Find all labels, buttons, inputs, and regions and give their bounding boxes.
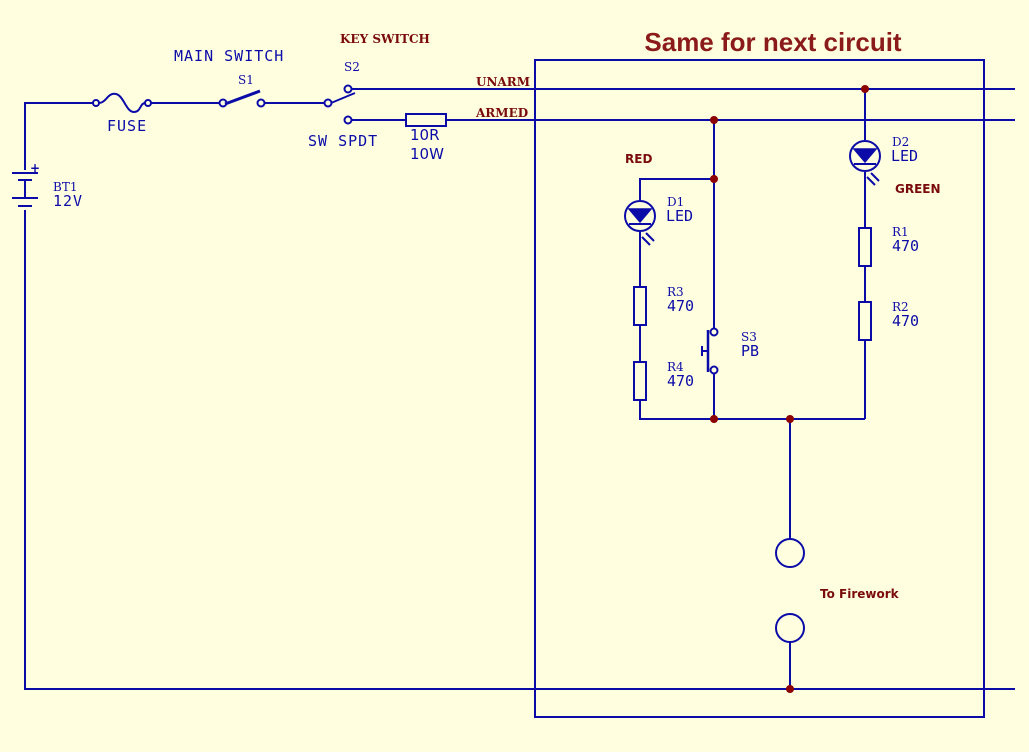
r1-ref: R1 xyxy=(892,225,909,239)
pushbutton-s3 xyxy=(701,327,719,375)
sw-spdt-label: SW SPDT xyxy=(308,132,378,150)
bt1-ref: BT1 xyxy=(53,180,77,194)
fuse-label: FUSE xyxy=(107,117,147,135)
r3-value: 470 xyxy=(667,297,694,315)
main-switch-label: MAIN SWITCH xyxy=(174,47,284,65)
led-d1 xyxy=(624,200,656,246)
key-switch-label: KEY SWITCH xyxy=(340,32,430,46)
red-label: RED xyxy=(625,152,652,166)
r3-ref: R3 xyxy=(667,285,684,299)
firework-terminals xyxy=(775,419,805,689)
resistor-r4 xyxy=(633,361,647,401)
junctions xyxy=(710,85,869,693)
r2-value: 470 xyxy=(892,312,919,330)
resistor-10w-value: 10W xyxy=(410,145,444,163)
junction-dot xyxy=(710,175,718,183)
r2-ref: R2 xyxy=(892,300,909,314)
r1-value: 470 xyxy=(892,237,919,255)
r4-value: 470 xyxy=(667,372,694,390)
main-switch-s1 xyxy=(218,89,266,108)
junction-dot xyxy=(786,685,794,693)
resistor-10r xyxy=(405,113,447,127)
key-switch-s2 xyxy=(323,84,356,125)
led-d2 xyxy=(849,140,881,186)
main-wiring xyxy=(24,88,1015,690)
d1-ref: D1 xyxy=(667,195,684,209)
title: Same for next circuit xyxy=(644,27,902,57)
r4-ref: R4 xyxy=(667,360,684,374)
fuse xyxy=(92,92,152,114)
resistor-r1 xyxy=(858,227,872,267)
junction-dot xyxy=(710,116,718,124)
resistor-r3 xyxy=(633,286,647,326)
s3-type: PB xyxy=(741,342,759,360)
s2-ref: S2 xyxy=(344,60,360,74)
battery-voltage: 12V xyxy=(53,192,83,210)
battery-plus: + xyxy=(30,161,40,175)
armed-label: ARMED xyxy=(475,106,528,120)
junction-dot xyxy=(710,415,718,423)
d1-type: LED xyxy=(666,207,693,225)
junction-dot xyxy=(786,415,794,423)
d2-type: LED xyxy=(891,147,918,165)
next-circuit-box xyxy=(534,59,985,718)
s3-ref: S3 xyxy=(741,330,757,344)
s1-ref: S1 xyxy=(238,73,254,87)
battery-bt1 xyxy=(12,172,38,207)
resistor-r2 xyxy=(858,301,872,341)
to-firework-label: To Firework xyxy=(820,587,900,601)
d2-ref: D2 xyxy=(892,135,909,149)
junction-dot xyxy=(861,85,869,93)
unarm-label: UNARM xyxy=(476,75,530,89)
resistor-10r-value: 10R xyxy=(410,126,440,144)
green-label: GREEN xyxy=(895,182,941,196)
